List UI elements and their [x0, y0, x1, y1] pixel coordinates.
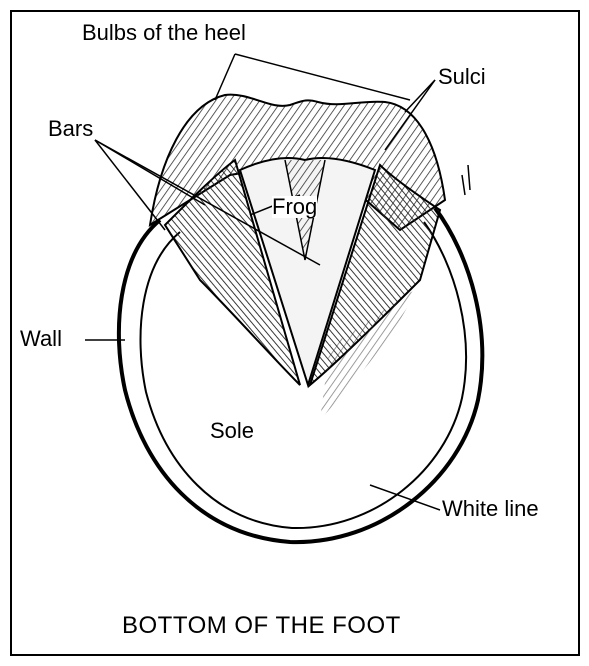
nail-mark — [462, 165, 470, 195]
diagram-caption: BOTTOM OF THE FOOT — [122, 614, 401, 638]
label-white-line: White line — [442, 498, 539, 520]
label-sole: Sole — [210, 420, 254, 442]
label-wall: Wall — [20, 328, 62, 350]
label-sulci: Sulci — [438, 66, 486, 88]
label-bars: Bars — [48, 118, 93, 140]
label-frog: Frog — [272, 196, 317, 218]
label-bulbs-of-the-heel: Bulbs of the heel — [82, 22, 246, 44]
